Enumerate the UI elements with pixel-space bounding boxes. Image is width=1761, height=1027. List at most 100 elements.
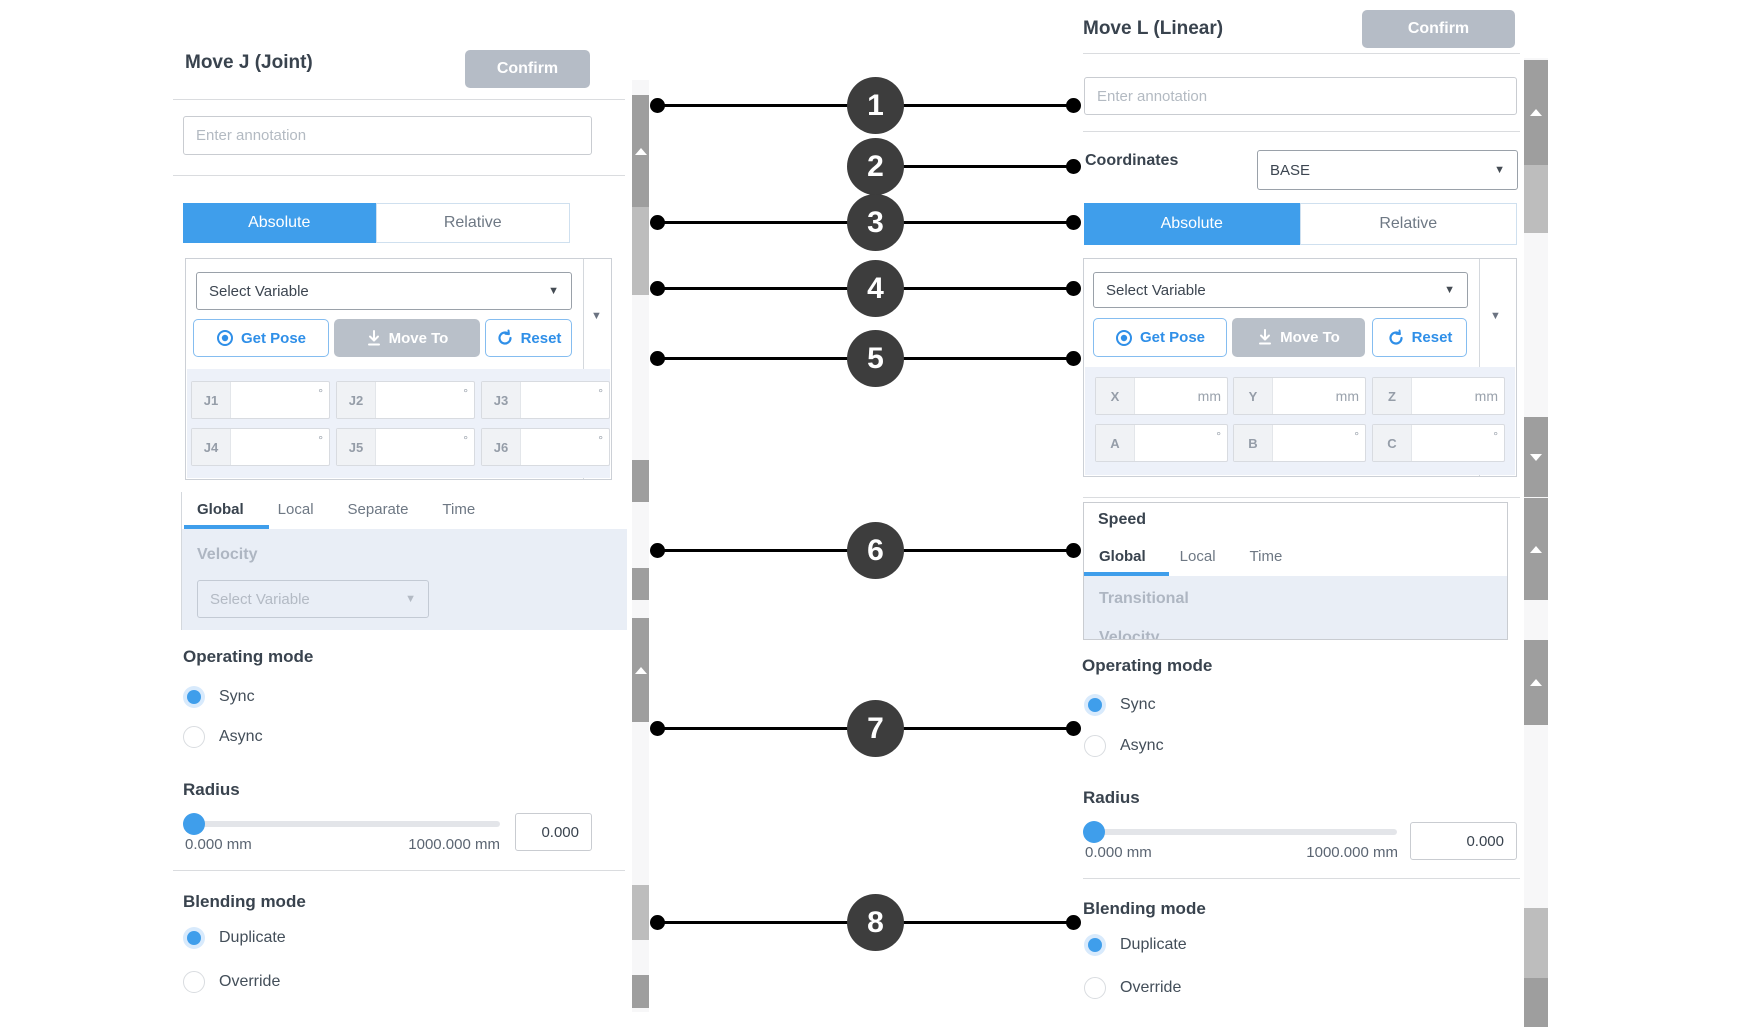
scrollbar-thumb[interactable] <box>632 618 649 722</box>
radio-unselected-icon <box>1084 735 1106 757</box>
movel-variable-select[interactable]: Select Variable ▼ <box>1093 272 1468 308</box>
callout-3: 3 <box>847 194 904 251</box>
movej-move-to-button[interactable]: Move To <box>334 319 480 357</box>
pose-collapse-caret-icon[interactable]: ▼ <box>591 310 602 322</box>
coordinates-select[interactable]: BASE ▼ <box>1257 150 1518 190</box>
movej-async-radio[interactable]: Async <box>183 726 263 748</box>
callout-line <box>893 165 1073 168</box>
scrollbar-thumb[interactable] <box>632 568 649 600</box>
scrollbar-thumb[interactable] <box>1524 978 1548 1027</box>
velocity-variable-select[interactable]: Select Variable ▼ <box>197 580 429 618</box>
scrollbar-thumb[interactable] <box>1524 165 1548 233</box>
unit-label: ° <box>318 433 323 447</box>
chevron-down-icon: ▼ <box>548 285 559 297</box>
unit-label: ° <box>598 386 603 400</box>
speed-tabs: Global Local Time <box>1084 539 1507 573</box>
movel-confirm-button[interactable]: Confirm <box>1362 10 1515 48</box>
tab-global[interactable]: Global <box>1099 547 1146 565</box>
z-input[interactable] <box>1412 378 1475 414</box>
j1-input[interactable] <box>231 382 319 418</box>
movel-radius-slider-track[interactable] <box>1083 829 1397 835</box>
speed-title: Speed <box>1098 511 1147 528</box>
field-label: J3 <box>482 382 521 418</box>
divider <box>1083 878 1520 879</box>
tab-local[interactable]: Local <box>1179 547 1216 565</box>
b-input[interactable] <box>1273 425 1355 461</box>
movej-confirm-button[interactable]: Confirm <box>465 50 590 88</box>
movej-reset-button[interactable]: Reset <box>485 319 572 357</box>
callout-endpoint <box>1066 281 1081 296</box>
tab-separate[interactable]: Separate <box>347 500 409 518</box>
movel-radius-slider-thumb[interactable] <box>1083 821 1105 843</box>
scrollbar-thumb[interactable] <box>632 460 649 502</box>
j6-input[interactable] <box>521 429 599 465</box>
movej-variable-select[interactable]: Select Variable ▼ <box>196 272 572 310</box>
unit-label: ° <box>1216 429 1221 443</box>
movel-move-to-button[interactable]: Move To <box>1232 318 1365 357</box>
tab-time[interactable]: Time <box>1249 547 1283 565</box>
scrollbar-thumb[interactable] <box>632 885 649 940</box>
tab-relative[interactable]: Relative <box>375 203 570 243</box>
tab-absolute[interactable]: Absolute <box>1084 203 1300 245</box>
scrollbar-thumb[interactable] <box>1524 417 1548 497</box>
y-input[interactable] <box>1273 378 1336 414</box>
scrollbar-thumb[interactable] <box>632 975 649 1008</box>
movej-duplicate-radio[interactable]: Duplicate <box>183 927 286 949</box>
scrollbar-thumb[interactable] <box>632 95 649 207</box>
field-label: Y <box>1234 378 1273 414</box>
scroll-down-icon <box>1530 453 1542 461</box>
movej-sync-radio[interactable]: Sync <box>183 686 255 708</box>
c-input[interactable] <box>1412 425 1494 461</box>
movel-reset-button[interactable]: Reset <box>1372 318 1467 357</box>
divider <box>1083 53 1520 54</box>
movel-sync-radio[interactable]: Sync <box>1084 694 1156 716</box>
reset-label: Reset <box>1411 329 1453 346</box>
cart-field-z: Z mm <box>1372 377 1505 415</box>
scrollbar-thumb[interactable] <box>1524 60 1548 165</box>
j4-input[interactable] <box>231 429 319 465</box>
tab-time[interactable]: Time <box>442 500 476 518</box>
callout-endpoint <box>650 915 665 930</box>
radio-label: Sync <box>219 688 255 705</box>
radius-min-label: 0.000 mm <box>185 836 252 853</box>
movel-scrollbar[interactable] <box>1524 58 1548 1027</box>
j5-input[interactable] <box>376 429 464 465</box>
tab-local[interactable]: Local <box>277 500 314 518</box>
unit-label: mm <box>1335 388 1359 404</box>
movej-annotation-input[interactable] <box>183 116 592 155</box>
movej-radius-slider-thumb[interactable] <box>183 813 205 835</box>
callout-endpoint <box>1066 915 1081 930</box>
a-input[interactable] <box>1135 425 1217 461</box>
j2-input[interactable] <box>376 382 464 418</box>
unit-label: mm <box>1474 388 1498 404</box>
movel-override-radio[interactable]: Override <box>1084 977 1181 999</box>
movej-radius-value-input[interactable] <box>515 813 592 851</box>
movej-radius-slider-track[interactable] <box>183 821 500 827</box>
joint-field-j2: J2 ° <box>336 381 475 419</box>
move-to-label: Move To <box>1280 329 1340 346</box>
movel-duplicate-radio[interactable]: Duplicate <box>1084 934 1187 956</box>
velocity-select-value: Select Variable <box>210 590 310 608</box>
scrollbar-thumb[interactable] <box>1524 640 1548 725</box>
callout-line <box>893 921 1073 924</box>
tab-global[interactable]: Global <box>197 500 244 518</box>
tab-relative[interactable]: Relative <box>1299 203 1517 245</box>
j3-input[interactable] <box>521 382 599 418</box>
movel-annotation-input[interactable] <box>1084 77 1517 115</box>
callout-line <box>893 727 1073 730</box>
pose-collapse-caret-icon[interactable]: ▼ <box>1490 310 1501 322</box>
scrollbar-thumb[interactable] <box>632 207 649 295</box>
tab-absolute[interactable]: Absolute <box>183 203 376 243</box>
x-input[interactable] <box>1135 378 1198 414</box>
radio-label: Async <box>219 728 263 745</box>
movej-scrollbar[interactable] <box>632 80 649 1012</box>
movel-get-pose-button[interactable]: Get Pose <box>1093 318 1227 357</box>
scrollbar-thumb[interactable] <box>1524 908 1548 978</box>
movel-async-radio[interactable]: Async <box>1084 735 1164 757</box>
movel-radius-value-input[interactable] <box>1410 822 1517 860</box>
movej-override-radio[interactable]: Override <box>183 971 280 993</box>
movej-get-pose-button[interactable]: Get Pose <box>193 319 329 357</box>
movej-radius-label: Radius <box>183 780 240 799</box>
callout-line <box>657 921 857 924</box>
scrollbar-thumb[interactable] <box>1524 498 1548 600</box>
